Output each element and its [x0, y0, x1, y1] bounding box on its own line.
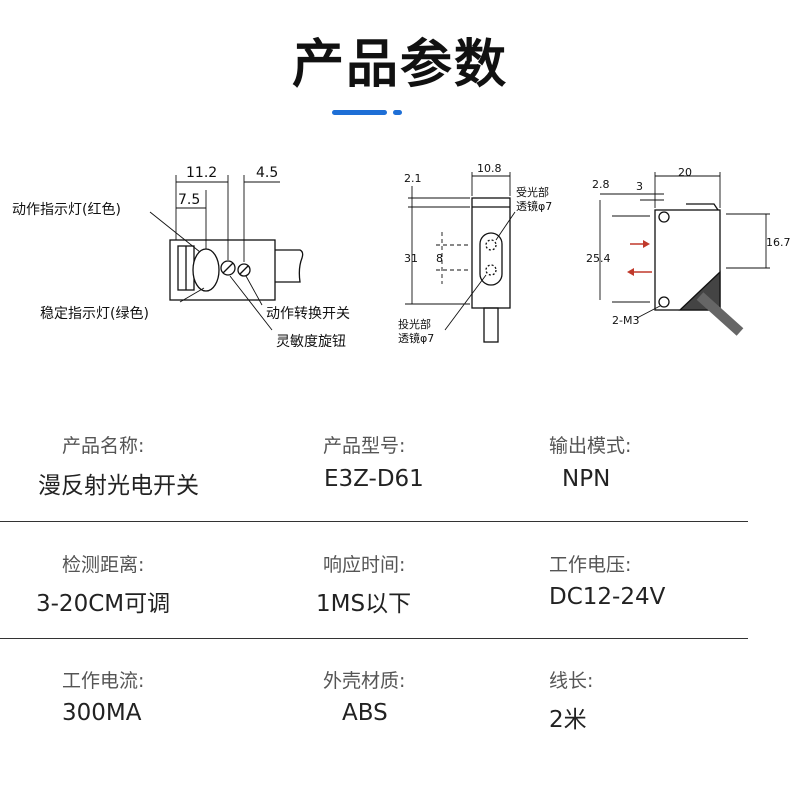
- label-knob: 灵敏度旋钮: [276, 334, 346, 350]
- spec-label-model: 产品型号:: [323, 435, 406, 457]
- page-title: 产品参数: [291, 35, 508, 95]
- label-green-led: 稳定指示灯(绿色): [40, 305, 149, 322]
- spec-label-product-name: 产品名称:: [62, 435, 145, 457]
- spec-value-current: 300MA: [62, 700, 142, 726]
- dim-25-4: 25.4: [586, 252, 611, 265]
- dim-4-5: 4.5: [256, 165, 278, 181]
- mount-hole-bottom-icon: [658, 296, 670, 308]
- dim-8: 8: [436, 252, 443, 265]
- spec-value-model: E3Z-D61: [324, 466, 424, 492]
- spec-value-cable-length: 2米: [549, 707, 587, 733]
- row-divider-1: [0, 521, 748, 522]
- spec-label-output: 输出模式:: [549, 435, 632, 457]
- label-receiver-1: 受光部: [516, 185, 549, 199]
- dimension-diagram: 11.2 4.5 7.5 动作指示灯(红色) 稳定指示灯(绿色) 动作转换开关 …: [12, 162, 791, 350]
- label-m3: 2-M3: [612, 314, 639, 327]
- title-underline-bar: [332, 110, 387, 115]
- dim-11-2: 11.2: [186, 165, 217, 181]
- dim-20: 20: [678, 166, 692, 179]
- mount-hole-top-icon: [658, 211, 670, 223]
- spec-label-material: 外壳材质:: [323, 670, 406, 692]
- dim-2-1: 2.1: [404, 172, 422, 185]
- side-view: [405, 172, 516, 343]
- spec-label-cable-length: 线长:: [549, 670, 594, 692]
- label-receiver-2: 透镜φ7: [516, 199, 552, 213]
- side-lens-window: [479, 232, 503, 286]
- front-led-window: [192, 248, 220, 292]
- label-switch: 动作转换开关: [266, 305, 350, 322]
- label-emitter-1: 投光部: [398, 317, 431, 331]
- spec-value-output: NPN: [562, 466, 611, 492]
- dim-16-7: 16.7: [766, 236, 791, 249]
- back-view: [599, 172, 770, 336]
- dim-31: 31: [404, 252, 418, 265]
- back-cable: [696, 292, 744, 336]
- spec-label-distance: 检测距离:: [62, 554, 145, 576]
- side-cable: [483, 307, 499, 343]
- front-cable: [275, 249, 304, 283]
- dim-7-5: 7.5: [178, 192, 200, 208]
- front-view: [149, 175, 304, 331]
- spec-label-response: 响应时间:: [323, 554, 406, 576]
- dim-10-8: 10.8: [477, 162, 502, 175]
- row-divider-2: [0, 638, 748, 639]
- spec-label-voltage: 工作电压:: [549, 554, 632, 576]
- label-red-led: 动作指示灯(红色): [12, 201, 121, 218]
- dim-3: 3: [636, 180, 643, 193]
- spec-value-product-name: 漫反射光电开关: [38, 473, 199, 499]
- spec-value-voltage: DC12-24V: [549, 584, 666, 610]
- spec-value-distance: 3-20CM可调: [36, 591, 171, 617]
- spec-value-response: 1MS以下: [316, 591, 412, 617]
- front-housing-outline: [169, 239, 276, 301]
- dim-2-8: 2.8: [592, 178, 610, 191]
- spec-label-current: 工作电流:: [62, 670, 145, 692]
- title-underline-dot: [393, 110, 402, 115]
- spec-value-material: ABS: [342, 700, 388, 726]
- label-emitter-2: 透镜φ7: [398, 331, 434, 345]
- back-arrows: [627, 240, 652, 276]
- back-top-tab: [686, 203, 719, 211]
